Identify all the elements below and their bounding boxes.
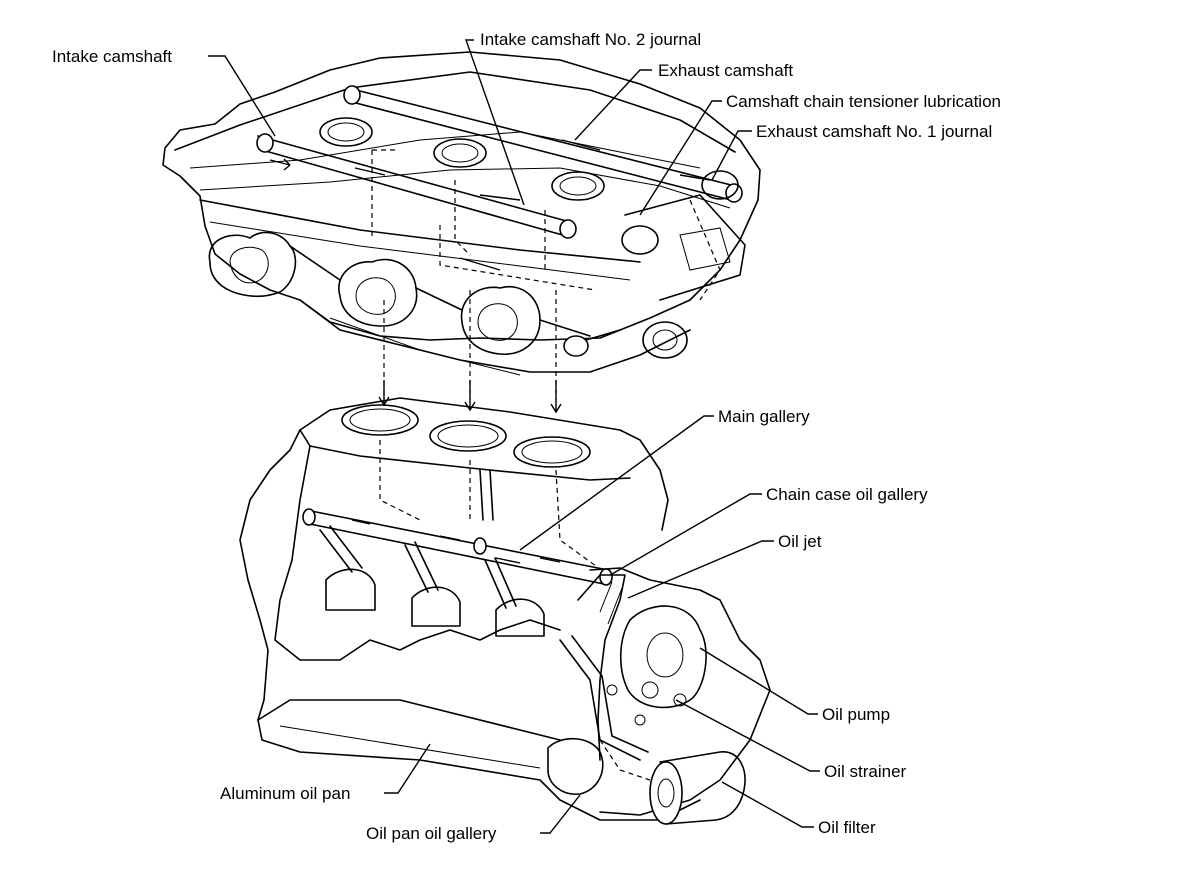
leader-exhaust-camshaft bbox=[574, 69, 652, 141]
leader-tensioner bbox=[639, 100, 722, 216]
leader-oil-strainer bbox=[675, 699, 820, 772]
leader-chain-case bbox=[611, 493, 762, 575]
label-aluminum-oil-pan: Aluminum oil pan bbox=[220, 784, 350, 803]
label-exhaust-camshaft-no1-journal: Exhaust camshaft No. 1 journal bbox=[756, 122, 992, 141]
label-intake-camshaft-no2-journal: Intake camshaft No. 2 journal bbox=[480, 30, 701, 49]
label-oil-strainer: Oil strainer bbox=[824, 762, 907, 781]
leader-oil-pan-gallery bbox=[540, 794, 581, 834]
label-chain-case-oil-gallery: Chain case oil gallery bbox=[766, 485, 928, 504]
leader-oil-pump bbox=[699, 647, 818, 715]
cylinder-head bbox=[162, 51, 761, 376]
label-oil-pump: Oil pump bbox=[822, 705, 890, 724]
leader-intake-camshaft bbox=[208, 55, 276, 137]
label-exhaust-camshaft: Exhaust camshaft bbox=[658, 61, 793, 80]
label-intake-camshaft: Intake camshaft bbox=[52, 47, 172, 66]
leader-intake-journal bbox=[465, 39, 525, 206]
label-oil-filter: Oil filter bbox=[818, 818, 876, 837]
label-oil-pan-oil-gallery: Oil pan oil gallery bbox=[366, 824, 497, 843]
cylinder-block bbox=[239, 397, 771, 825]
label-oil-jet: Oil jet bbox=[778, 532, 822, 551]
label-main-gallery: Main gallery bbox=[718, 407, 810, 426]
label-camshaft-chain-tensioner-lubrication: Camshaft chain tensioner lubrication bbox=[726, 92, 1001, 111]
leader-main-gallery bbox=[519, 415, 714, 551]
leader-exhaust-journal bbox=[711, 130, 752, 181]
oil-passage-lines bbox=[378, 290, 562, 414]
callout-labels: Intake camshaft Intake camshaft No. 2 jo… bbox=[52, 30, 1001, 843]
leader-oil-jet bbox=[627, 540, 774, 599]
leader-lines bbox=[208, 39, 820, 834]
leader-aluminum-oil-pan bbox=[384, 743, 431, 794]
leader-oil-filter bbox=[721, 781, 814, 828]
